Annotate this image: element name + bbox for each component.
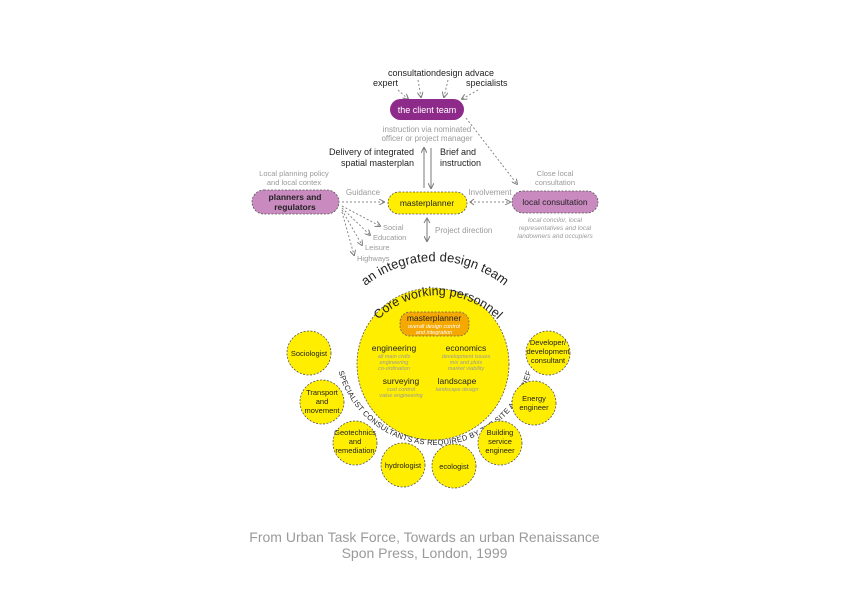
highways-arrow xyxy=(341,211,354,255)
economics-label: economics xyxy=(446,343,487,353)
brief-line2: instruction xyxy=(440,158,481,168)
planners-line1: planners and xyxy=(269,192,322,202)
instruction-line1: instruction via nominated xyxy=(383,125,472,134)
highways-label: Highways xyxy=(357,254,390,263)
education-label: Education xyxy=(373,233,406,242)
social-label: Social xyxy=(383,223,404,232)
close-line2: consultation xyxy=(535,178,575,187)
svg-text:Building: Building xyxy=(487,428,514,437)
engineering-sub1: all main civils xyxy=(378,354,411,360)
engineering-sub3: co-ordination xyxy=(378,366,410,372)
delivery-line1: Delivery of integrated xyxy=(329,147,414,157)
svg-text:Energy: Energy xyxy=(522,394,546,403)
sociologist-circle: Sociologist xyxy=(286,330,332,376)
specialists-label: specialists xyxy=(466,78,508,88)
masterplanner-label: masterplanner xyxy=(400,198,455,208)
client-to-consultation-arrow xyxy=(465,117,517,184)
landscape-sub1: landscape design xyxy=(436,387,479,393)
surveying-label: surveying xyxy=(383,376,420,386)
ecologist-circle: ecologist xyxy=(431,443,477,489)
economics-sub2: mix and plots xyxy=(450,360,483,366)
project-direction-arrow-up xyxy=(423,217,431,224)
caption-line2: Spon Press, London, 1999 xyxy=(341,545,508,561)
svg-text:engineer: engineer xyxy=(519,403,549,412)
local-consultation-box xyxy=(511,190,599,214)
planners-line2: regulators xyxy=(274,202,316,212)
landscape-label: landscape xyxy=(438,376,477,386)
svg-text:ecologist: ecologist xyxy=(439,462,470,471)
svg-text:movement: movement xyxy=(304,406,340,415)
core-masterplanner-sub1: overall design control xyxy=(408,324,461,330)
surveying-sub1: cost control xyxy=(387,387,416,393)
involvement-arrow-left xyxy=(469,198,475,206)
svg-text:consultant: consultant xyxy=(531,356,566,365)
building-service-circle: Building service engineer xyxy=(477,420,523,466)
svg-text:development: development xyxy=(527,347,571,356)
geotechnics-circle: Geotechnics and remediation xyxy=(332,420,378,466)
design-advace-arrow xyxy=(444,79,449,97)
note-line3: landowners and occupiers xyxy=(517,233,593,240)
note-line1: local concilor, local xyxy=(528,217,583,224)
project-direction-label: Project direction xyxy=(435,226,492,235)
leisure-label: Leisure xyxy=(365,243,390,252)
social-arrow xyxy=(341,205,380,226)
local-consultation-label: local consultation xyxy=(522,197,587,207)
developer-circle: Developer/ development consultant xyxy=(525,330,571,376)
svg-text:Developer/: Developer/ xyxy=(530,338,567,347)
energy-engineer-circle: Energy engineer xyxy=(511,380,557,426)
svg-text:and: and xyxy=(349,437,362,446)
expert-label: expert xyxy=(373,78,399,88)
surveying-sub2: value engineering xyxy=(379,393,423,399)
note-line2: representatives and local xyxy=(519,225,592,232)
caption-line1: From Urban Task Force, Towards an urban … xyxy=(249,529,600,545)
client-team-label: the client team xyxy=(398,105,457,115)
brief-line1: Brief and xyxy=(440,147,476,157)
hydrologist-circle: hydrologist xyxy=(380,442,426,488)
economics-sub3: market viability xyxy=(448,366,486,372)
core-masterplanner-sub2: and integration xyxy=(416,330,452,336)
transport-circle: Transport and movement xyxy=(299,379,345,425)
svg-text:Transport: Transport xyxy=(306,388,339,397)
policy-line1: Local planning policy xyxy=(259,169,329,178)
svg-text:Sociologist: Sociologist xyxy=(291,349,328,358)
specialists-arrow xyxy=(462,89,479,99)
masterplanner-box xyxy=(387,191,468,215)
svg-text:engineer: engineer xyxy=(485,446,515,455)
economics-sub1: development issues xyxy=(442,354,491,360)
consultation-label: consultation xyxy=(388,68,436,78)
svg-text:hydrologist: hydrologist xyxy=(385,461,422,470)
client-team-box xyxy=(390,99,464,120)
delivery-line2: spatial masterplan xyxy=(341,158,414,168)
guidance-label: Guidance xyxy=(346,188,381,197)
core-masterplanner-label: masterplanner xyxy=(407,313,462,323)
design-advace-label: design advace xyxy=(436,68,494,78)
svg-text:Geotechnics: Geotechnics xyxy=(334,428,376,437)
core-masterplanner-box xyxy=(399,311,470,337)
close-line1: Close local xyxy=(537,169,574,178)
involvement-label: Involvement xyxy=(468,188,512,197)
leisure-arrow xyxy=(341,209,362,245)
expert-arrow xyxy=(397,89,408,99)
svg-text:service: service xyxy=(488,437,512,446)
svg-text:and: and xyxy=(316,397,329,406)
consultation-arrow xyxy=(418,79,421,97)
education-arrow xyxy=(341,207,370,235)
core-circle xyxy=(356,287,510,441)
policy-line2: and local contex xyxy=(267,178,321,187)
engineering-sub2: engineering xyxy=(380,360,410,366)
engineering-label: engineering xyxy=(372,343,417,353)
planners-box xyxy=(251,189,340,215)
svg-text:remediation: remediation xyxy=(335,446,374,455)
instruction-line2: officer or project manager xyxy=(381,134,472,143)
